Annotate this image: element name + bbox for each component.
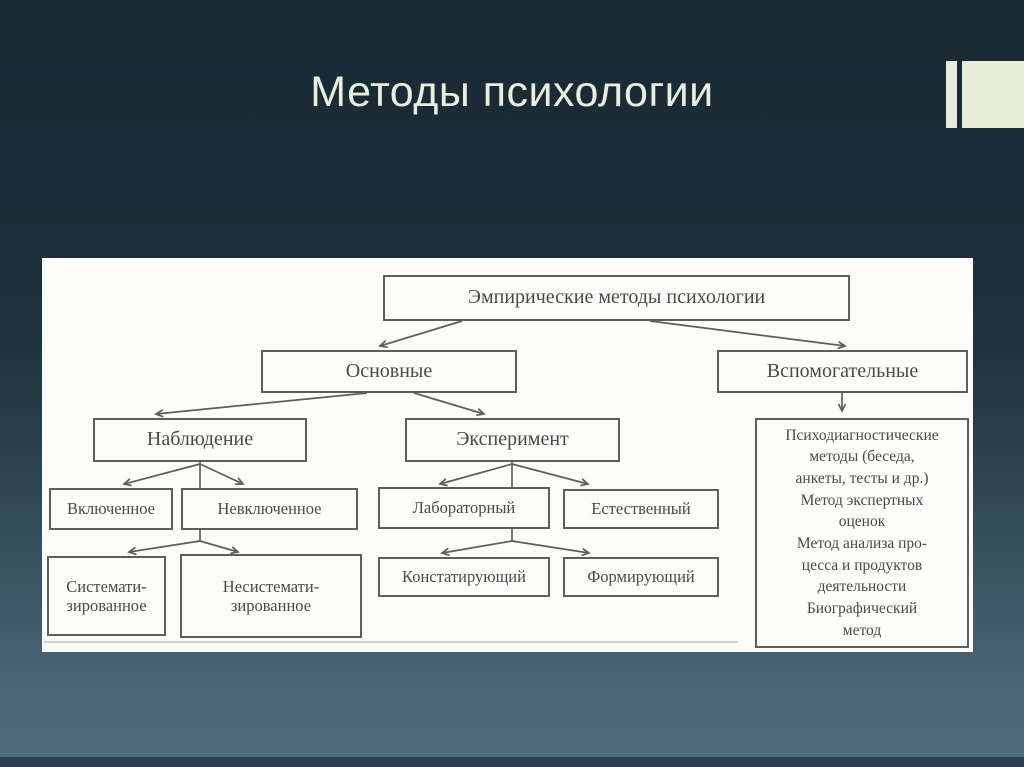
connector-lines [122,320,847,557]
connector-nablyudenie-nevklyuchennoe [199,463,245,486]
connector-eksperiment-formiruyushchy [511,540,591,557]
node-nablyudenie: Наблюдение [93,418,307,462]
node-estestvenny: Естественный [563,489,719,529]
node-sistematizirovannoe: Системати- зированное [47,556,166,636]
node-nesistematizirovannoe: Несистемати- зированное [180,554,362,638]
node-auxiliary-methods-list: Психодиагностические методы (беседа, анк… [755,418,969,648]
bottom-strip [0,757,1024,767]
accent-bar-wide [962,61,1024,128]
slide-title: Методы психологии [310,68,714,116]
node-laboratorny: Лабораторный [378,487,550,529]
diagram-panel: Эмпирические методы психологии Основные … [42,258,973,652]
node-formiruyushchy: Формирующий [563,557,719,597]
connector-osnovnye-eksperiment [413,392,486,417]
connector-eksperiment-estestvenny [511,463,590,487]
node-eksperiment: Эксперимент [405,418,620,462]
node-vklyuchennoe: Включенное [49,488,173,530]
node-nevklyuchennoe: Невключенное [181,488,358,530]
connector-osnovnye-nablyudenie [154,392,368,418]
connector-root-osnovnye [378,320,463,349]
scan-artifact-line [44,641,738,643]
node-konstatiruyushchy: Констатирующий [378,557,550,597]
node-vspomogatelnye: Вспомогательные [717,350,968,393]
connector-eksperiment-laboratorny [438,463,513,487]
accent-bar-thin [946,61,957,128]
connector-nablyudenie-sistematizirovannoe [127,540,201,556]
connector-root-vspomogatelnye [649,320,847,350]
node-osnovnye: Основные [261,350,517,393]
connector-nablyudenie-nesistematizirovannoe [199,540,240,555]
connector-nablyudenie-vklyuchennoe [122,463,201,487]
connector-eksperiment-konstatiruyushchy [440,540,513,557]
node-empirical-methods: Эмпирические методы психологии [383,275,850,321]
